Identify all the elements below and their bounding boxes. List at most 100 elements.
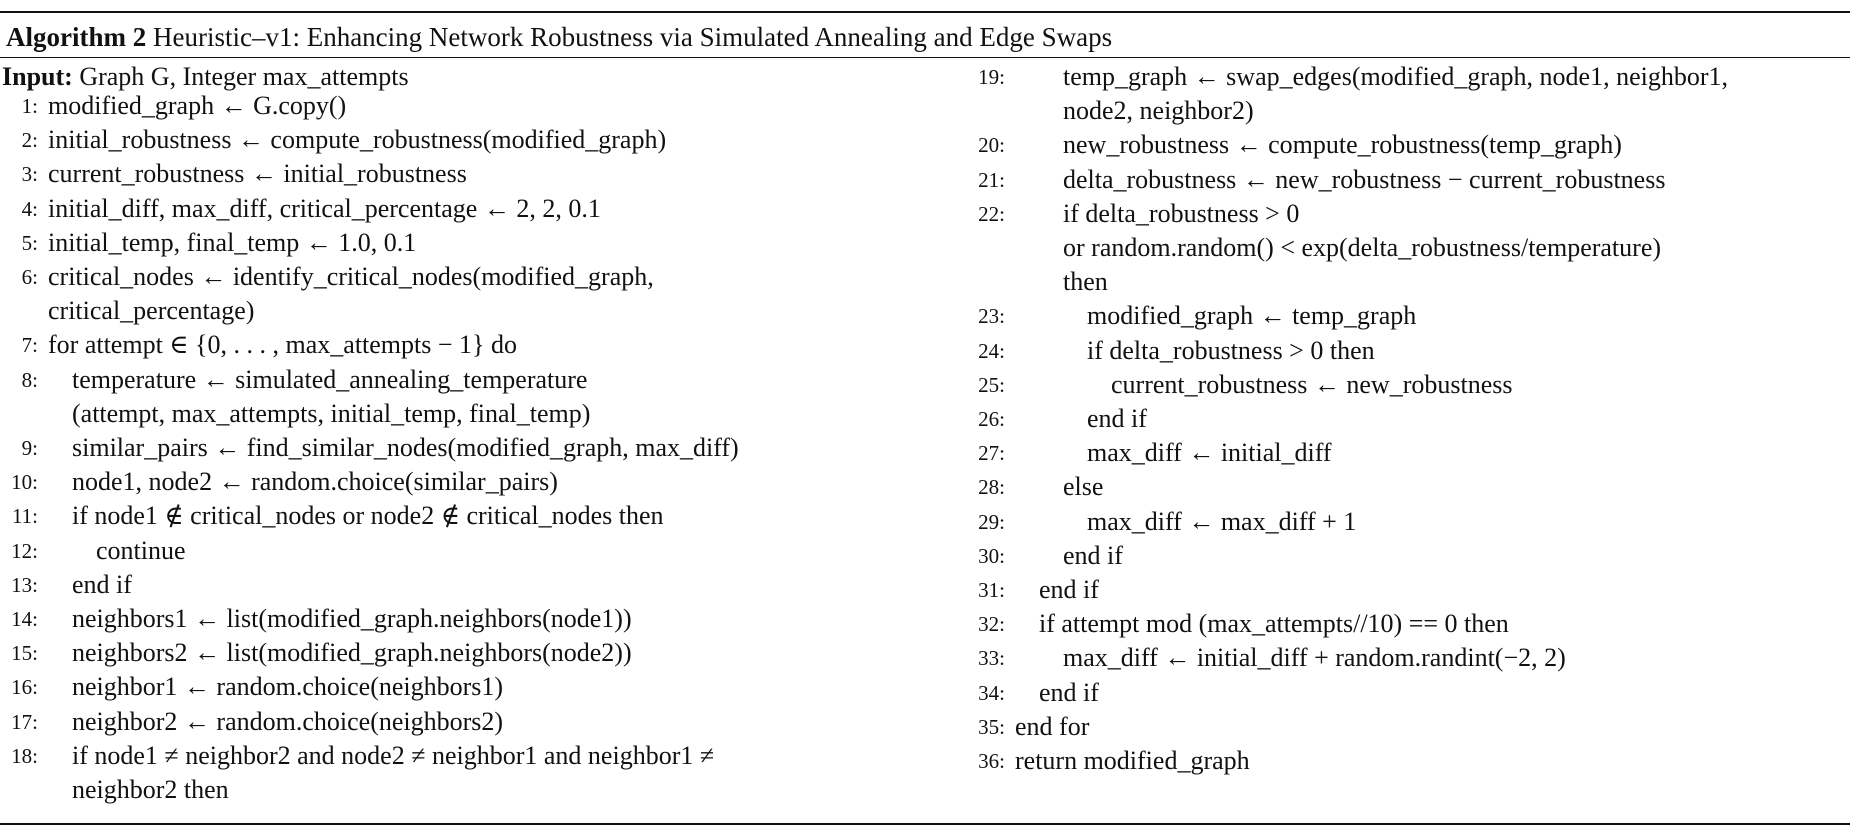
line-number: 8: (21, 367, 38, 392)
code-line: 30:end if (955, 539, 1850, 573)
code-text: end if (1063, 540, 1123, 570)
code-text: end if (72, 569, 132, 599)
code-text: current_robustness ← new_robustness (1111, 369, 1513, 399)
code-text: similar_pairs ← find_similar_nodes(modif… (72, 433, 739, 462)
code-line: 26: end if (955, 402, 1850, 436)
code-line: (attempt, max_attempts, initial_temp, fi… (0, 397, 955, 431)
code-line: then (955, 265, 1850, 299)
code-line: or random.random() < exp(delta_robustnes… (955, 231, 1850, 265)
code-text: neighbor2 ← random.choice(neighbors2) (72, 706, 504, 736)
code-line: 12: continue (0, 534, 955, 568)
code-line: 21: delta_robustness ← new_robustness − c… (955, 163, 1850, 197)
code-text: (attempt, max_attempts, initial_temp, fi… (72, 398, 591, 428)
line-number: 35: (978, 714, 1005, 739)
line-number: 22: (978, 201, 1005, 226)
line-number: 23: (978, 304, 1005, 329)
bottom-rule (0, 823, 1850, 825)
code-text: if delta_robustness > 0 then (1087, 335, 1375, 365)
code-line: 34:end if (955, 676, 1850, 710)
code-text: end if (1039, 677, 1099, 707)
code-line: 32: if attempt mod (max_attempts//10) == … (955, 607, 1850, 641)
code-line: 22: if delta_robustness > 0 (955, 197, 1850, 231)
code-line: 13: end if (0, 568, 955, 602)
line-number: 4: (21, 196, 38, 221)
line-number: 18: (11, 743, 38, 768)
code-text: delta_robustness ← new_robustness − curr… (1063, 164, 1666, 194)
code-text: return modified_graph (1015, 746, 1250, 775)
line-number: 26: (978, 407, 1005, 431)
code-text: max_diff ← max_diff + 1 (1087, 506, 1357, 536)
code-text: if node1 ∉ critical_nodes or node2 ∉ cri… (72, 501, 664, 531)
line-number: 17: (11, 709, 38, 734)
input-line: Input: Graph G, Integer max_attempts (0, 60, 955, 94)
code-text: critical_nodes ← identify_critical_nodes… (48, 262, 654, 291)
line-number: 32: (978, 612, 1005, 637)
code-line: 27:max_diff ← initial_diff (955, 436, 1850, 470)
algorithm-label: Algorithm 2 (6, 22, 147, 52)
line-number: 9: (21, 436, 38, 460)
code-text: neighbors2 ← list(modified_graph.neighbo… (72, 638, 632, 668)
code-line: 1: modified_graph ← G.copy() (0, 89, 955, 123)
code-line: 16: neighbor1 ← random.choice(neighbors1) (0, 670, 955, 704)
code-text: temperature ← simulated_annealing_temper… (72, 364, 588, 394)
code-line: neighbor2 then (0, 773, 955, 807)
code-line: 20:new_robustness ← compute_robustness(t… (955, 128, 1850, 162)
code-line: critical_percentage) (0, 294, 955, 328)
caption-rule (0, 57, 1850, 58)
line-number: 12: (11, 538, 38, 563)
code-text: max_diff ← initial_diff + random.randint… (1063, 643, 1566, 673)
code-text: if attempt mod (max_attempts//10) == 0 t… (1039, 609, 1509, 639)
right-column: 19: temp_graph ← swap_edges(modified_grap… (955, 0, 1850, 830)
line-number: 13: (11, 572, 38, 597)
code-text: end if (1039, 575, 1099, 604)
code-text: temp_graph ← swap_edges(modified_graph, … (1063, 62, 1729, 91)
input-text: Graph G, Integer max_attempts (79, 62, 409, 91)
line-number: 5: (21, 230, 38, 255)
line-number: 16: (11, 675, 38, 700)
code-text: continue (96, 535, 186, 565)
code-line: 28:else (955, 470, 1850, 504)
code-line: 23:modified_graph ← temp_graph (955, 299, 1850, 333)
code-text: end for (1015, 711, 1090, 741)
code-text: initial_robustness ← compute_robustness(… (48, 125, 667, 155)
code-line: 9: similar_pairs ← find_similar_nodes(mod… (0, 431, 955, 465)
code-line: 5:initial_temp, final_temp ← 1.0, 0.1 (0, 226, 955, 260)
code-line: 35: end for (955, 710, 1850, 744)
code-text: critical_percentage) (48, 296, 255, 326)
line-number: 19: (978, 65, 1005, 89)
line-number: 7: (21, 333, 38, 358)
code-text: initial_diff, max_diff, critical_percent… (48, 193, 601, 223)
code-line: 7:for attempt ∈ {0, . . . , max_attempts… (0, 328, 955, 362)
code-text: if node1 ≠ neighbor2 and node2 ≠ neighbo… (72, 740, 715, 770)
code-line: 8: temperature ← simulated_annealing_temp… (0, 363, 955, 397)
code-text: neighbor1 ← random.choice(neighbors1) (72, 672, 504, 702)
code-text: modified_graph ← G.copy() (48, 91, 347, 120)
code-line: 31: end if (955, 573, 1850, 607)
code-line: 36:return modified_graph (955, 744, 1850, 778)
line-number: 31: (978, 578, 1005, 602)
code-line: 11:if node1 ∉ critical_nodes or node2 ∉ … (0, 499, 955, 533)
line-number: 28: (978, 475, 1005, 500)
code-text: current_robustness ← initial_robustness (48, 159, 467, 189)
code-line: 10:node1, node2 ← random.choice(similar_… (0, 465, 955, 499)
code-text: neighbors1 ← list(modified_graph.neighbo… (72, 604, 632, 633)
code-line: 15: neighbors2 ← list(modified_graph.neig… (0, 636, 955, 670)
code-line: 3: current_robustness ← initial_robustnes… (0, 157, 955, 191)
code-line: 14: neighbors1 ← list(modified_graph.neig… (0, 602, 955, 636)
algorithm-caption: Algorithm 2 Heuristic–v1: Enhancing Netw… (6, 20, 1112, 54)
line-number: 1: (21, 94, 38, 118)
algorithm-title: Heuristic–v1: Enhancing Network Robustne… (152, 22, 1113, 52)
code-line: node2, neighbor2) (955, 94, 1850, 128)
line-number: 3: (21, 162, 38, 187)
code-text: end if (1087, 404, 1147, 433)
line-number: 24: (978, 338, 1005, 363)
line-number: 2: (21, 128, 38, 153)
code-text: if delta_robustness > 0 (1063, 198, 1300, 228)
line-number: 20: (978, 133, 1005, 158)
line-number: 15: (11, 641, 38, 666)
code-text: node1, node2 ← random.choice(similar_pai… (72, 467, 558, 497)
line-number: 29: (978, 509, 1005, 534)
line-number: 21: (978, 167, 1005, 192)
line-number: 33: (978, 646, 1005, 671)
line-number: 14: (11, 607, 38, 631)
